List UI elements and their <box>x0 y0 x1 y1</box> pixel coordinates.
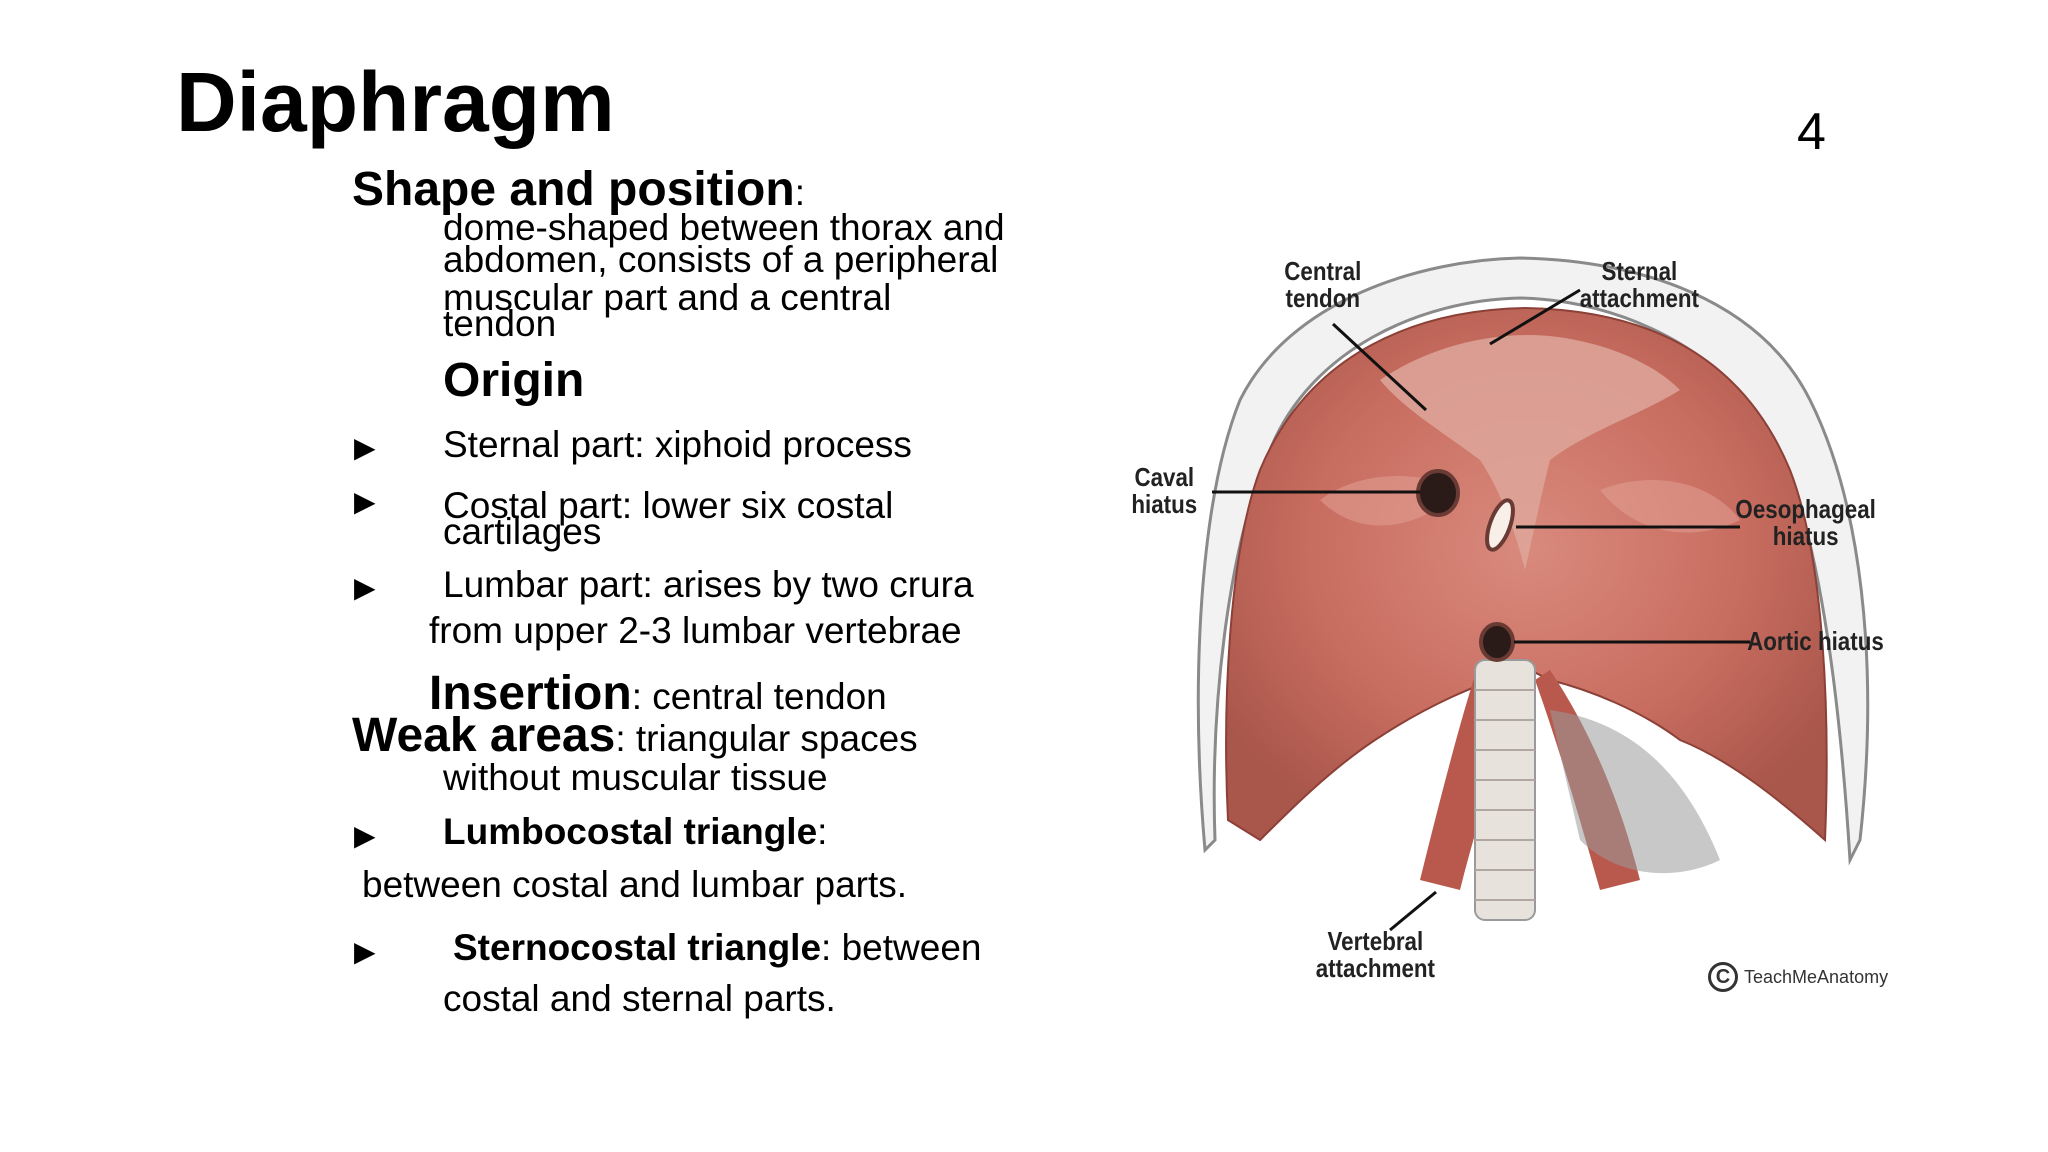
page-number: 4 <box>1797 103 1826 161</box>
aortic-hiatus-opening <box>1479 622 1515 662</box>
shape-line-3: muscular part and a central <box>443 277 892 318</box>
label-aortic-hiatus: Aortic hiatus <box>1747 626 1884 656</box>
bullet-icon: ▶ <box>354 486 376 517</box>
sternocostal-line: Sternocostal triangle: between <box>453 929 981 966</box>
oesophageal-hiatus-opening <box>1485 498 1515 552</box>
weak-areas-line-2: without muscular tissue <box>443 757 828 798</box>
diaphragm-muscle <box>1225 306 1828 843</box>
sternocostal-text: : between <box>821 927 982 968</box>
shape-line-2: abdomen, consists of a peripheral <box>443 239 999 280</box>
slide-title: Diaphragm <box>176 55 615 149</box>
central-tendon <box>1380 335 1680 570</box>
lumbocostal-line: Lumbocostal triangle: <box>443 813 827 850</box>
insertion-text: : central tendon <box>631 676 887 717</box>
origin-heading: Origin <box>443 354 585 407</box>
lumbocostal-colon: : <box>817 811 828 852</box>
insertion-line: Insertion: central tendon <box>429 670 887 718</box>
caval-hiatus-opening <box>1416 469 1460 517</box>
vertebral-column <box>1474 659 1536 921</box>
label-caval-hiatus: Caval hiatus <box>1131 462 1198 520</box>
lumbocostal-heading: Lumbocostal triangle <box>443 811 818 852</box>
diaphragm-illustration <box>1196 256 1870 932</box>
label-vertebral-attachment: Vertebral attachment <box>1315 926 1435 984</box>
leader-lines <box>1212 288 1750 932</box>
origin-costal-line-2: cartilages <box>443 511 602 552</box>
bullet-icon: ▶ <box>354 820 376 851</box>
label-oesophageal-hiatus: Oesophageal hiatus <box>1735 494 1876 552</box>
origin-lumbar-line-1: Lumbar part: arises by two crura <box>443 564 974 605</box>
shape-colon: : <box>794 172 805 213</box>
sternocostal-heading: Sternocostal triangle <box>453 927 822 968</box>
shape-heading-line: Shape and position: <box>352 166 805 214</box>
insertion-heading: Insertion <box>429 667 632 720</box>
label-sternal-attachment: Sternal attachment <box>1579 256 1699 314</box>
credit-text: TeachMeAnatomy <box>1744 966 1889 987</box>
lumbocostal-text: between costal and lumbar parts. <box>362 864 908 905</box>
shape-heading: Shape and position <box>352 163 795 216</box>
origin-sternal: Sternal part: xiphoid process <box>443 424 912 465</box>
image-credit: C TeachMeAnatomy <box>1708 962 1888 992</box>
bullet-icon: ▶ <box>354 572 376 603</box>
sternocostal-text-2: costal and sternal parts. <box>443 978 836 1019</box>
weak-areas-line: Weak areas: triangular spaces <box>352 712 918 760</box>
origin-costal-line-1: Costal part: lower six costal <box>443 485 894 526</box>
bullet-icon: ▶ <box>354 432 376 463</box>
copyright-icon: C <box>1708 962 1738 992</box>
psoas-muscle <box>1550 710 1720 874</box>
weak-areas-text: : triangular spaces <box>615 718 918 759</box>
shape-line-4: tendon <box>443 303 557 344</box>
label-central-tendon: Central tendon <box>1284 256 1362 314</box>
bullet-icon: ▶ <box>354 936 376 967</box>
shape-line-1: dome-shaped between thorax and <box>443 207 1005 248</box>
origin-lumbar-line-2: from upper 2-3 lumbar vertebrae <box>429 610 962 651</box>
weak-areas-heading: Weak areas <box>352 709 616 762</box>
